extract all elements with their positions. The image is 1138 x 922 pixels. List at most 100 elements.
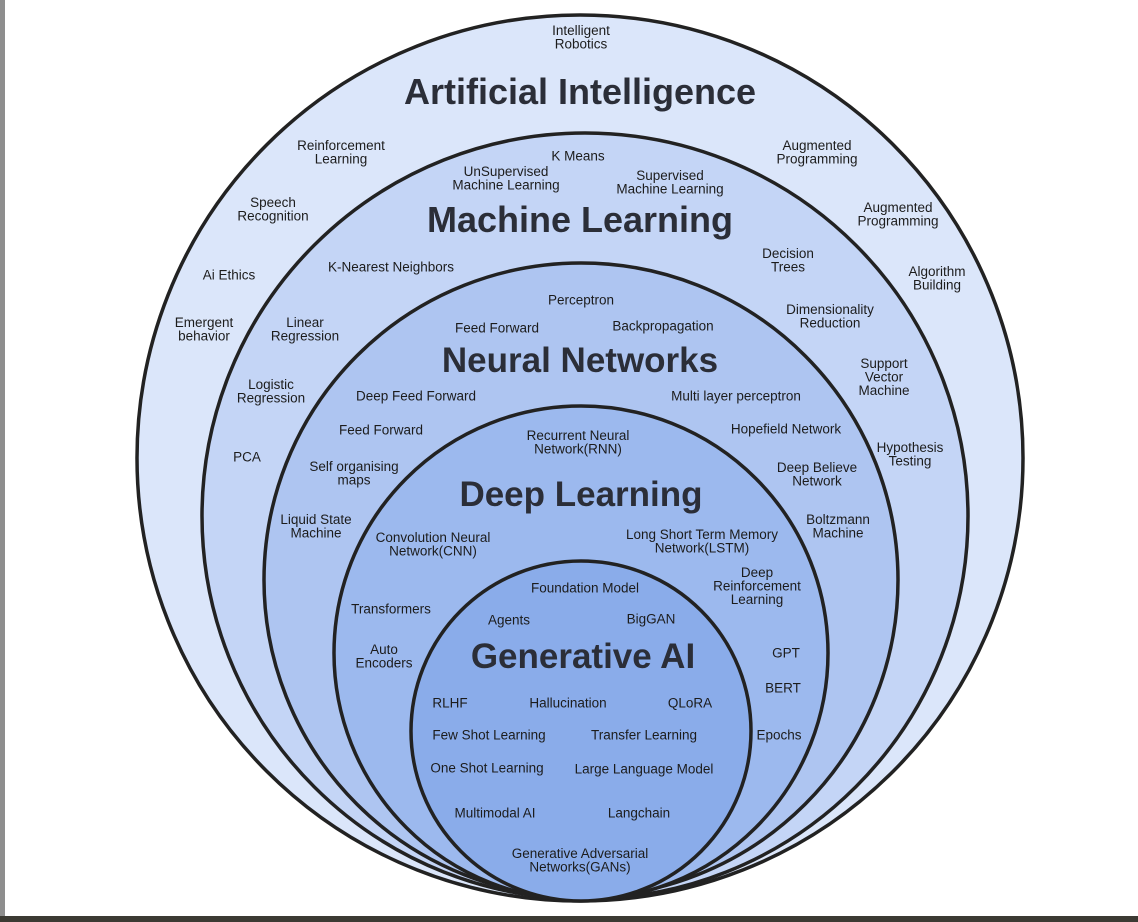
concept-line: Self organising <box>309 459 398 474</box>
concept-line: Agents <box>488 613 530 628</box>
concept-line: Transfer Learning <box>591 728 697 743</box>
concept-line: Learning <box>731 592 784 607</box>
concept-line: Machine <box>812 525 863 540</box>
concept-line: Generative Adversarial <box>512 846 649 861</box>
concept-line: maps <box>337 472 370 487</box>
concept-line: K Means <box>551 149 605 164</box>
concept-line: Long Short Term Memory <box>626 527 778 542</box>
concept-line: Deep Feed Forward <box>356 389 476 404</box>
concept-line: Emergent <box>175 315 234 330</box>
concept-line: Augmented <box>863 200 932 215</box>
concept-line: Testing <box>889 453 932 468</box>
concept-line: Building <box>913 277 961 292</box>
concept-line: Encoders <box>355 655 412 670</box>
concept-qlora: QLoRA <box>668 696 712 711</box>
concept-line: Hallucination <box>529 696 606 711</box>
heading-deep-learning: Deep Learning <box>459 475 702 514</box>
concept-line: Recurrent Neural <box>527 428 630 443</box>
concept-transformers: Transformers <box>351 602 431 617</box>
concept-line: Feed Forward <box>455 321 539 336</box>
concept-agents: Agents <box>488 613 530 628</box>
concept-ai-ethics: Ai Ethics <box>203 268 256 283</box>
concept-line: Machine Learning <box>616 181 723 196</box>
concept-pca: PCA <box>233 450 261 465</box>
concept-line: Dimensionality <box>786 302 874 317</box>
concept-hallucination: Hallucination <box>529 696 606 711</box>
concept-line: Reduction <box>800 315 861 330</box>
concept-k-means: K Means <box>551 149 605 164</box>
concept-one-shot-learning: One Shot Learning <box>430 761 543 776</box>
concept-line: Machine Learning <box>452 177 559 192</box>
concept-line: Multi layer perceptron <box>671 389 801 404</box>
ring-generative-ai <box>409 559 753 903</box>
concept-line: Networks(GANs) <box>529 859 630 874</box>
concept-line: Network <box>792 473 842 488</box>
concept-line: Convolution Neural <box>376 530 491 545</box>
concept-line: BERT <box>765 681 801 696</box>
concept-line: Robotics <box>555 36 608 51</box>
concept-perceptron: Perceptron <box>548 293 614 308</box>
concept-line: GPT <box>772 646 800 661</box>
concept-line: Programming <box>857 213 938 228</box>
concept-multimodal-ai: Multimodal AI <box>454 806 535 821</box>
concept-line: Epochs <box>756 728 801 743</box>
heading-neural-networks: Neural Networks <box>442 341 718 380</box>
concept-line: Regression <box>271 328 339 343</box>
concept-line: Supervised <box>636 168 704 183</box>
concept-line: Algorithm <box>908 264 965 279</box>
concept-line: One Shot Learning <box>430 761 543 776</box>
concept-gpt: GPT <box>772 646 800 661</box>
concept-line: Few Shot Learning <box>432 728 545 743</box>
concept-feed-forward: Feed Forward <box>455 321 539 336</box>
concept-few-shot-learning: Few Shot Learning <box>432 728 545 743</box>
concept-line: Hopefield Network <box>731 422 842 437</box>
concept-line: Support <box>860 356 908 371</box>
concept-line: Machine <box>858 383 909 398</box>
concept-bert: BERT <box>765 681 801 696</box>
concept-line: Deep <box>741 565 773 580</box>
concept-line: Augmented <box>782 138 851 153</box>
concept-line: Intelligent <box>552 23 610 38</box>
concept-line: Network(LSTM) <box>655 540 750 555</box>
concept-rlhf: RLHF <box>432 696 467 711</box>
concept-line: Reinforcement <box>713 579 801 594</box>
concept-epochs: Epochs <box>756 728 801 743</box>
heading-generative-ai: Generative AI <box>471 637 695 676</box>
concept-line: Deep Believe <box>777 460 857 475</box>
concept-line: QLoRA <box>668 696 712 711</box>
concept-line: Foundation Model <box>531 581 639 596</box>
concept-line: behavior <box>178 328 230 343</box>
concept-line: Feed Forward <box>339 423 423 438</box>
concept-line: Reinforcement <box>297 138 385 153</box>
window-bottom-edge <box>0 916 1138 922</box>
concept-feed-forward: Feed Forward <box>339 423 423 438</box>
concept-line: Linear <box>286 315 324 330</box>
concept-line: Multimodal AI <box>454 806 535 821</box>
concept-line: Trees <box>771 259 805 274</box>
concept-line: Network(RNN) <box>534 441 622 456</box>
concept-multi-layer-perceptron: Multi layer perceptron <box>671 389 801 404</box>
concept-line: Liquid State <box>280 512 351 527</box>
window-left-edge <box>0 0 5 922</box>
concept-line: Ai Ethics <box>203 268 256 283</box>
